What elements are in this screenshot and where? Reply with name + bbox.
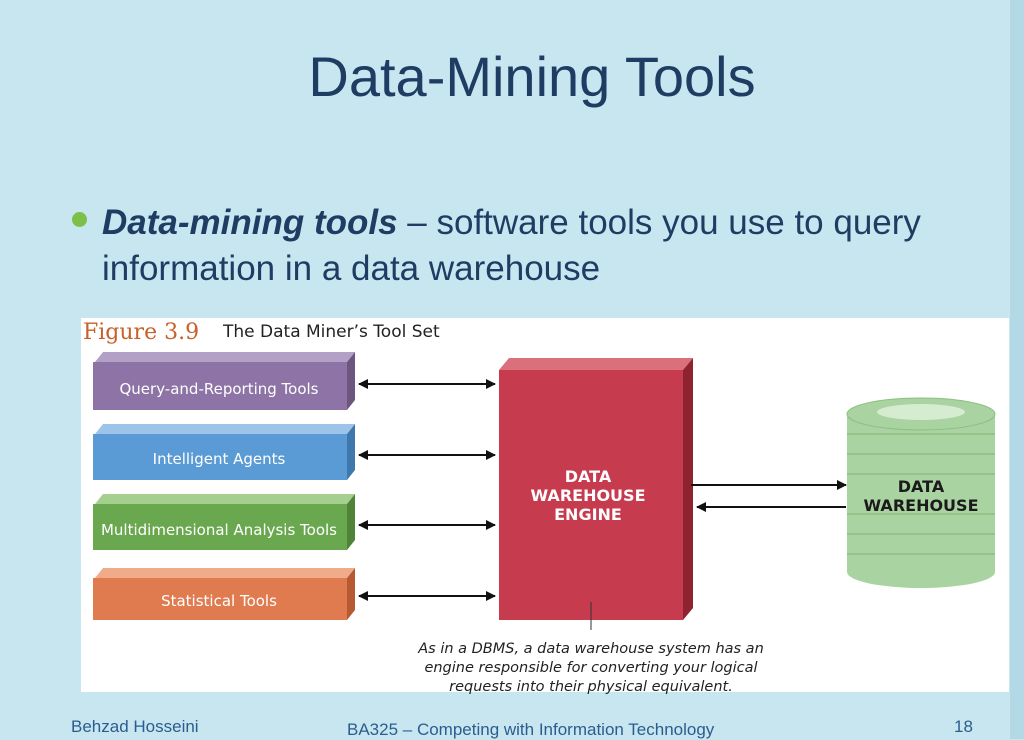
tool-box-multidimensional: [93, 504, 347, 550]
slide-edge: [1010, 0, 1024, 739]
footer-author: Behzad Hosseini: [71, 717, 199, 736]
tool-intelligent-agents: Intelligent Agents: [93, 424, 355, 480]
cylinder-top-highlight: [877, 404, 965, 420]
tool-label-statistical: Statistical Tools: [161, 592, 277, 610]
tool-query-reporting: Query-and-Reporting Tools: [93, 352, 355, 410]
slide-title: Data-Mining Tools: [308, 45, 756, 108]
tool-statistical: Statistical Tools: [93, 568, 355, 620]
footer-course: BA325 – Competing with Information Techn…: [347, 720, 715, 739]
data-warehouse-engine: DATA WAREHOUSE ENGINE: [499, 358, 693, 620]
figure-caption: The Data Miner’s Tool Set: [223, 322, 440, 342]
tool-box-query-reporting: [93, 362, 347, 410]
tool-label-multidimensional: Multidimensional Analysis Tools: [101, 521, 337, 539]
warehouse-label-line-2: WAREHOUSE: [864, 496, 979, 515]
engine-label-line-3: ENGINE: [554, 505, 622, 524]
warehouse-label-line-1: DATA: [898, 477, 945, 496]
engine-label-line-1: DATA: [565, 467, 612, 486]
data-miner-diagram: Query-and-Reporting Tools Intelligent Ag…: [93, 352, 996, 630]
tool-label-query-reporting: Query-and-Reporting Tools: [119, 380, 318, 398]
bullet-marker: [72, 212, 87, 227]
tool-label-intelligent-agents: Intelligent Agents: [153, 450, 286, 468]
footer-page-number: 18: [954, 717, 973, 736]
bullet-term: Data-mining tools: [102, 203, 398, 242]
tool-box-statistical: [93, 578, 347, 620]
tool-multidimensional: Multidimensional Analysis Tools: [93, 494, 355, 550]
cylinder-bottom: [847, 572, 995, 588]
figure-note: As in a DBMS, a data warehouse system ha…: [418, 641, 764, 695]
engine-box: [499, 370, 683, 620]
bullet-point: Data-mining tools – software tools you u…: [102, 200, 922, 292]
engine-label-line-2: WAREHOUSE: [531, 486, 646, 505]
figure-panel: Figure 3.9 The Data Miner’s Tool Set Que…: [81, 318, 1009, 695]
cylinder-body: [847, 414, 995, 572]
bullet-definition: – software tools you use to query inform…: [102, 203, 921, 288]
figure-number: Figure 3.9: [83, 320, 200, 345]
tool-box-intelligent-agents: [93, 434, 347, 480]
data-warehouse-cylinder: DATA WAREHOUSE: [846, 397, 996, 588]
